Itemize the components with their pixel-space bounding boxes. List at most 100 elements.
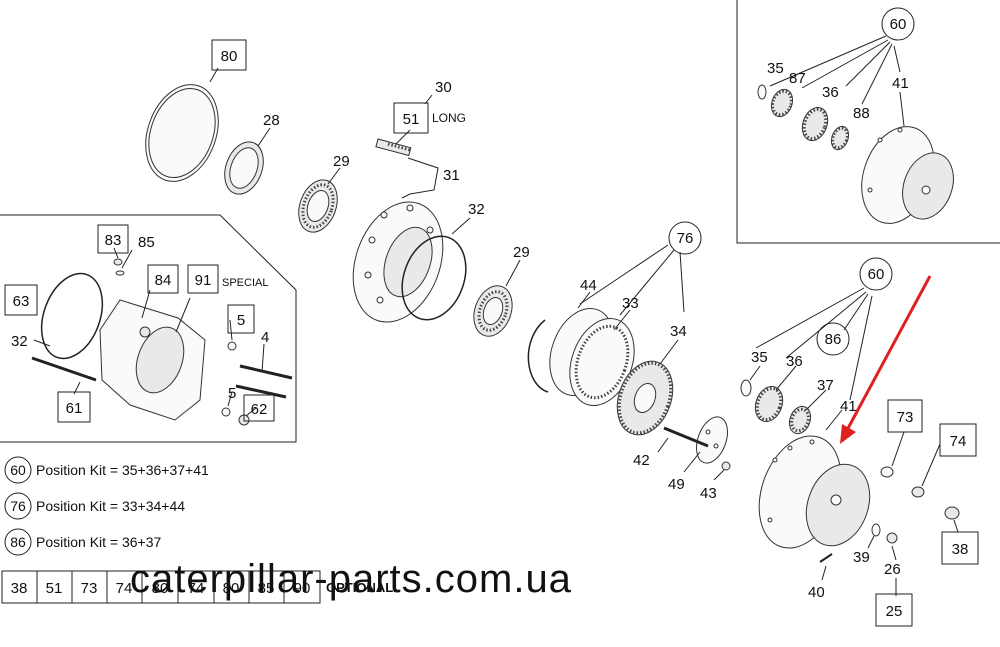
callout-30: 30 bbox=[435, 79, 452, 96]
callouts-circled: 76 60 86 60 bbox=[668, 7, 915, 356]
ring-gear-33 bbox=[549, 307, 635, 407]
optional-label: OPTIONAL bbox=[326, 580, 393, 595]
callout-88: 88 bbox=[853, 105, 870, 122]
callout-44: 44 bbox=[580, 277, 597, 294]
disc-34 bbox=[616, 360, 674, 436]
callout-29-top: 29 bbox=[333, 153, 350, 170]
plate-49 bbox=[695, 416, 729, 464]
callout-49: 49 bbox=[668, 476, 685, 493]
callout-28: 28 bbox=[263, 112, 280, 129]
label-special: SPECIAL bbox=[222, 277, 268, 289]
callout-32-inset: 32 bbox=[11, 333, 28, 350]
watermark: caterpillar-parts.com.ua bbox=[130, 557, 572, 601]
callout-43: 43 bbox=[700, 485, 717, 502]
callout-25: 25 bbox=[886, 603, 903, 620]
callout-35-inset: 35 bbox=[767, 60, 784, 77]
kit-legend: 60 Position Kit = 35+36+37+41 76 Positio… bbox=[4, 456, 209, 556]
callout-39: 39 bbox=[853, 549, 870, 566]
carrier-41 bbox=[758, 435, 871, 549]
hub-31 bbox=[352, 201, 444, 323]
red-arrow-indicator bbox=[840, 275, 932, 444]
washer-35 bbox=[740, 379, 752, 397]
inset-bearing-88 bbox=[830, 125, 850, 151]
callout-38: 38 bbox=[952, 541, 969, 558]
callouts-plain: 28 29 30 LONG 31 32 29 44 33 34 42 49 43… bbox=[11, 60, 909, 601]
optional-item-8: 85 bbox=[258, 580, 275, 597]
bearing-29-top bbox=[298, 179, 338, 233]
callout-5-bottom: 5 bbox=[228, 385, 236, 402]
optional-item-5: 80 bbox=[152, 580, 169, 597]
callout-84: 84 bbox=[155, 272, 172, 289]
inset-washer-35 bbox=[757, 84, 767, 100]
callout-51: 51 bbox=[403, 111, 420, 128]
optional-item-2: 51 bbox=[46, 580, 63, 597]
bearing-29-mid bbox=[473, 285, 513, 337]
plug-26 bbox=[886, 532, 898, 544]
inset-o-ring-32 bbox=[40, 272, 104, 360]
callout-40: 40 bbox=[808, 584, 825, 601]
inset-stud-4 bbox=[235, 364, 293, 399]
bearing-37 bbox=[788, 405, 812, 435]
legend-badge-86: 86 bbox=[10, 534, 26, 550]
ring-39 bbox=[871, 523, 881, 537]
gear-36 bbox=[754, 386, 784, 422]
seal-28 bbox=[224, 141, 264, 195]
legend-text-76: Position Kit = 33+34+44 bbox=[36, 498, 185, 514]
callout-73: 73 bbox=[897, 409, 914, 426]
callout-62: 62 bbox=[251, 401, 268, 418]
callout-74: 74 bbox=[950, 433, 967, 450]
seal-ring-80 bbox=[145, 84, 219, 182]
optional-item-9: 90 bbox=[294, 580, 311, 597]
callout-4: 4 bbox=[261, 329, 269, 346]
callout-63: 63 bbox=[13, 293, 30, 310]
stud-30 bbox=[375, 138, 412, 157]
callout-29-mid: 29 bbox=[513, 244, 530, 261]
callout-37: 37 bbox=[817, 377, 834, 394]
callout-60-lower: 60 bbox=[868, 266, 885, 283]
pin-40 bbox=[819, 553, 833, 563]
optional-item-4: 74 bbox=[116, 580, 133, 597]
callout-32: 32 bbox=[468, 201, 485, 218]
plug-38 bbox=[944, 506, 960, 520]
nut-74 bbox=[911, 486, 925, 498]
optional-item-3: 73 bbox=[81, 580, 98, 597]
legend-badge-76: 76 bbox=[10, 498, 26, 514]
callout-36-inset: 36 bbox=[822, 84, 839, 101]
leader-lines bbox=[33, 35, 959, 596]
callout-36-lower: 36 bbox=[786, 353, 803, 370]
callout-35-lower: 35 bbox=[751, 349, 768, 366]
optional-item-6: 74 bbox=[188, 580, 205, 597]
callout-42: 42 bbox=[633, 452, 650, 469]
callout-26: 26 bbox=[884, 561, 901, 578]
label-long: LONG bbox=[432, 111, 466, 125]
callout-76: 76 bbox=[677, 230, 694, 247]
inset-carrier-41 bbox=[861, 126, 954, 224]
bolt-42 bbox=[663, 426, 709, 448]
callout-41-inset: 41 bbox=[892, 75, 909, 92]
optional-item-1: 38 bbox=[11, 580, 28, 597]
callout-33: 33 bbox=[622, 295, 639, 312]
callouts-boxed: 80 51 83 84 91 63 5 62 61 73 74 38 25 bbox=[4, 39, 979, 627]
legend-text-86: Position Kit = 36+37 bbox=[36, 534, 162, 550]
legend-text-60: Position Kit = 35+36+37+41 bbox=[36, 462, 209, 478]
callout-5-top: 5 bbox=[237, 312, 245, 329]
callout-41-lower: 41 bbox=[840, 398, 857, 415]
inset-gear-36 bbox=[801, 107, 829, 141]
callout-91: 91 bbox=[195, 272, 212, 289]
callout-83: 83 bbox=[105, 232, 122, 249]
legend-badge-60: 60 bbox=[10, 462, 26, 478]
inset-gear-87 bbox=[770, 88, 794, 118]
inset-bolt-long bbox=[31, 356, 97, 382]
callout-60-inset: 60 bbox=[890, 16, 907, 33]
callout-86: 86 bbox=[825, 331, 842, 348]
callout-80: 80 bbox=[221, 48, 238, 65]
washer-73 bbox=[880, 466, 894, 478]
callout-61: 61 bbox=[66, 400, 83, 417]
o-ring-32 bbox=[401, 235, 467, 321]
optional-parts-row: 38 51 73 74 80 74 80 85 90 OPTIONAL bbox=[1, 570, 393, 604]
detail-inset-top-right bbox=[736, 0, 1000, 244]
nut-43 bbox=[721, 461, 731, 471]
inset-plug-83 bbox=[113, 258, 125, 276]
callout-34: 34 bbox=[670, 323, 687, 340]
